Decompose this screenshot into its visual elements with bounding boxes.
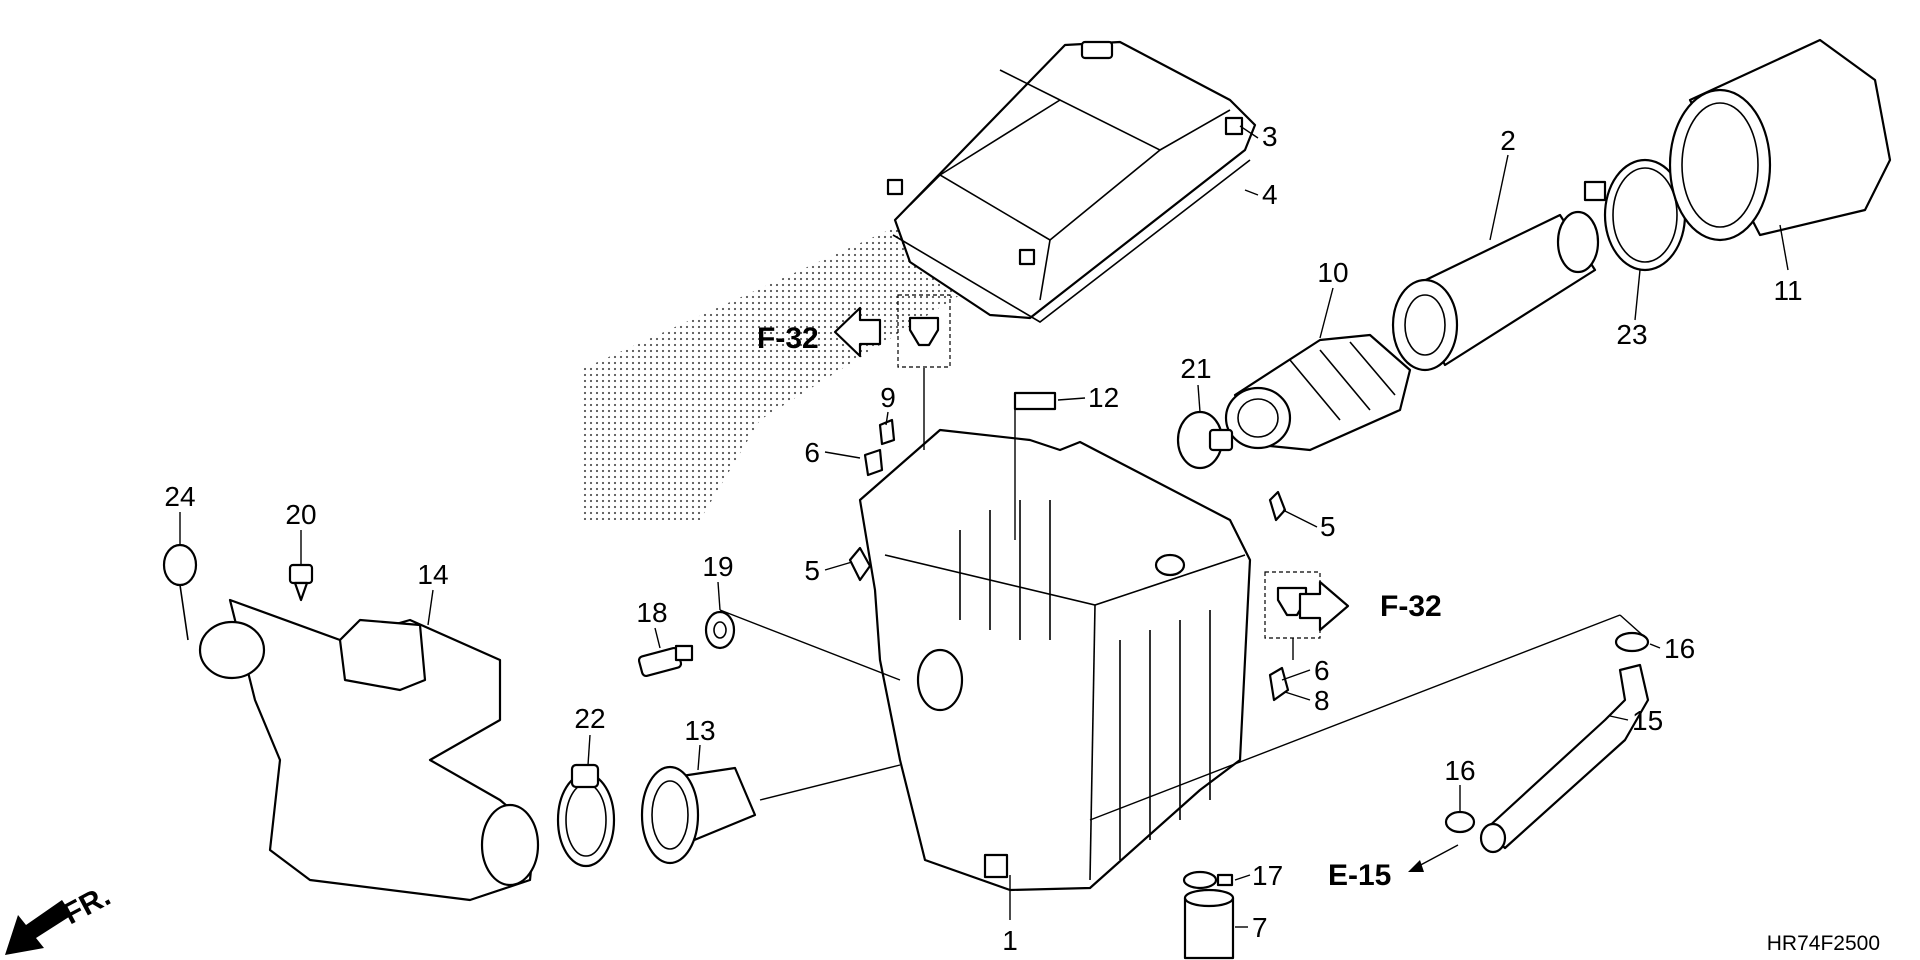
element-joint[interactable] — [1224, 333, 1412, 452]
air-cleaner-element[interactable] — [1391, 210, 1600, 372]
callout-21: 21 — [1180, 353, 1211, 384]
callout-16-left: 16 — [1444, 755, 1475, 786]
connecting-tube[interactable] — [640, 765, 757, 865]
case-seal[interactable] — [1013, 391, 1057, 411]
callout-7: 7 — [1252, 912, 1268, 943]
callout-10: 10 — [1317, 257, 1348, 288]
inlet-duct[interactable] — [198, 598, 540, 902]
callout-19: 19 — [702, 551, 733, 582]
sensor-grommet[interactable] — [704, 610, 736, 650]
callout-13: 13 — [684, 715, 715, 746]
callout-9: 9 — [880, 382, 896, 413]
callout-11: 11 — [1773, 275, 1802, 306]
air-cleaner-case[interactable] — [858, 428, 1252, 892]
callout-15: 15 — [1632, 705, 1663, 736]
callout-24: 24 — [164, 481, 195, 512]
diagram-code: HR74F2500 — [1767, 932, 1880, 955]
direction-label: FR. — [58, 879, 116, 931]
callout-6-left: 6 — [804, 437, 820, 468]
joint-clamp[interactable] — [1176, 410, 1234, 470]
cover-clip[interactable] — [886, 116, 1244, 266]
callout-4: 4 — [1262, 179, 1278, 210]
callout-labels: 1 2 3 4 5 5 6 6 7 8 9 10 11 12 13 14 15 … — [164, 121, 1802, 956]
callout-22: 22 — [574, 703, 605, 734]
callout-3: 3 — [1262, 121, 1278, 152]
air-cleaner-cover[interactable] — [892, 40, 1257, 323]
drain-plug[interactable] — [1183, 888, 1235, 960]
tube-clamp[interactable] — [556, 763, 616, 868]
callout-23: 23 — [1616, 319, 1647, 350]
dotted-watermark — [580, 225, 1000, 520]
callout-5-right: 5 — [1320, 511, 1336, 542]
leader-lines — [179, 125, 1789, 928]
drain-tube[interactable] — [1479, 663, 1650, 854]
rivet-left[interactable] — [897, 294, 951, 368]
callout-6-right: 6 — [1314, 655, 1330, 686]
callout-12: 12 — [1088, 382, 1119, 413]
callout-1: 1 — [1002, 925, 1018, 956]
fr-arrow-icon — [5, 900, 72, 955]
ref-f32-right: F-32 — [1380, 590, 1442, 623]
callout-5-left: 5 — [804, 555, 820, 586]
callout-2: 2 — [1500, 125, 1516, 156]
push-clip[interactable] — [288, 563, 314, 602]
o-ring[interactable] — [1182, 870, 1234, 890]
intake-sensor[interactable] — [637, 644, 694, 678]
f32-left-arrow-icon — [833, 306, 882, 358]
callout-20: 20 — [285, 499, 316, 530]
e15-arrow-icon — [1408, 844, 1459, 872]
ref-e15: E-15 — [1328, 859, 1391, 892]
tube-clip[interactable] — [1444, 631, 1650, 834]
hose-clip[interactable] — [848, 418, 1290, 702]
band-clamp[interactable] — [162, 543, 198, 641]
f32-right-arrow-icon — [1298, 580, 1350, 632]
callout-17: 17 — [1252, 860, 1283, 891]
ref-f32-left: F-32 — [757, 322, 819, 355]
pre-cleaner-cover[interactable] — [1668, 38, 1892, 242]
callout-16-right: 16 — [1664, 633, 1695, 664]
callout-18: 18 — [636, 597, 667, 628]
callout-8: 8 — [1314, 685, 1330, 716]
callout-14: 14 — [417, 559, 448, 590]
